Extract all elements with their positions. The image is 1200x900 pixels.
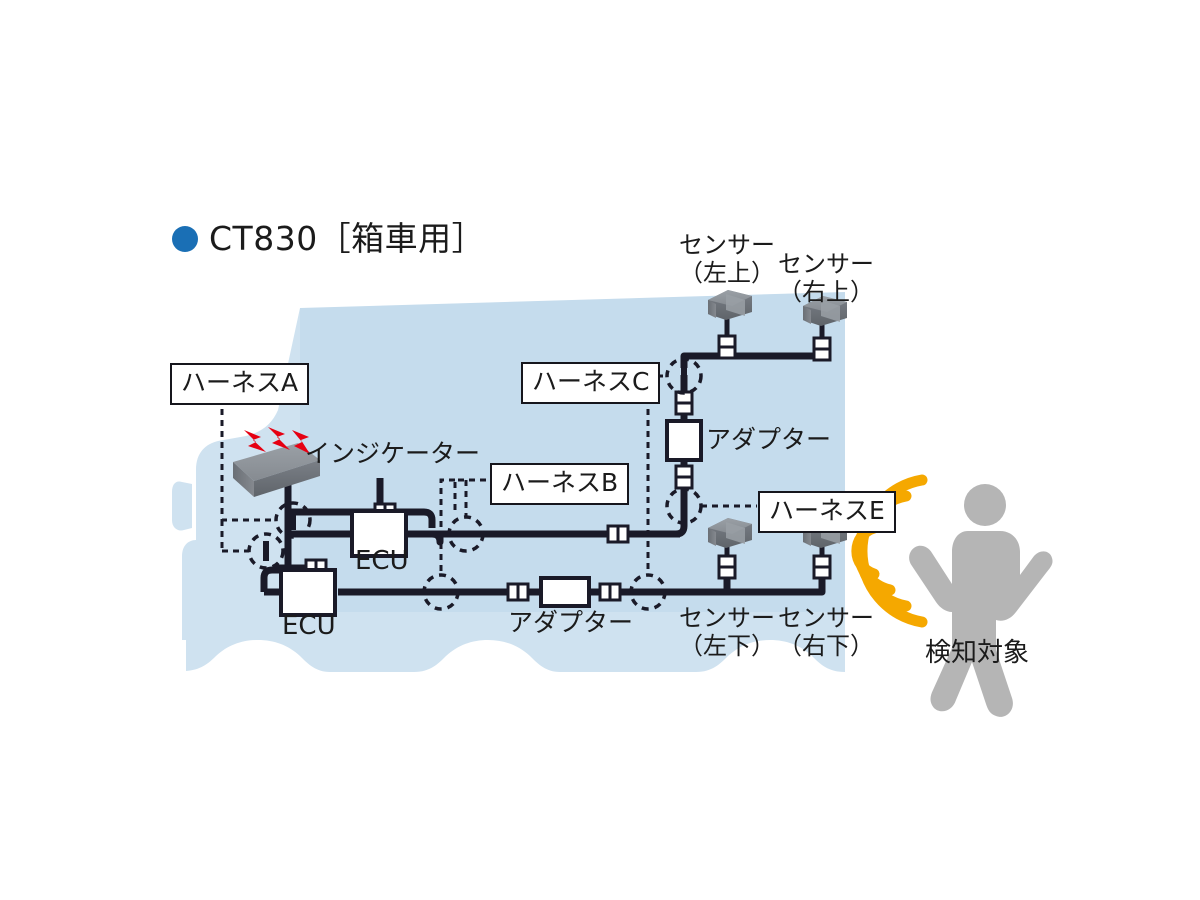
harness-e-label[interactable]: ハーネスE <box>758 491 896 533</box>
adapter-vertical-box <box>665 419 703 462</box>
harness-a-label[interactable]: ハーネスA <box>170 363 310 405</box>
adapter-vertical-label: アダプター <box>706 425 832 454</box>
ecu-upper-box <box>350 509 408 558</box>
detection-target-person-icon <box>909 484 1053 717</box>
ecu-upper-label: ECU <box>355 546 409 576</box>
sensor-upper-right-label: センサー （右上） <box>778 250 874 307</box>
harness-b-label[interactable]: ハーネスB <box>490 463 630 505</box>
indicator-label: インジケーター <box>305 439 481 468</box>
detection-target-label: 検知対象 <box>925 638 1030 668</box>
title-text: CT830［箱車用］ <box>209 219 486 258</box>
page-title: CT830［箱車用］ <box>172 222 485 255</box>
ecu-lower-box <box>279 568 337 617</box>
harness-c-label[interactable]: ハーネスC <box>521 362 661 404</box>
indicator-device <box>233 443 320 497</box>
adapter-horizontal-box <box>539 576 591 608</box>
connection-marker-bars <box>263 366 687 595</box>
sensor-upper-left-device <box>708 290 752 320</box>
sensor-upper-left-label: センサー （左上） <box>679 231 775 288</box>
sensor-upper-right-device <box>803 296 847 326</box>
title-bullet-icon <box>172 225 198 252</box>
sensor-lower-left-device <box>708 518 752 548</box>
adapter-horizontal-label: アダプター <box>508 608 634 637</box>
ecu-lower-label: ECU <box>282 611 336 641</box>
sensor-lower-left-label: センサー （左下） <box>679 604 775 661</box>
indicator-flash-icon <box>244 427 310 454</box>
sensor-lower-right-label: センサー （右下） <box>778 604 874 661</box>
